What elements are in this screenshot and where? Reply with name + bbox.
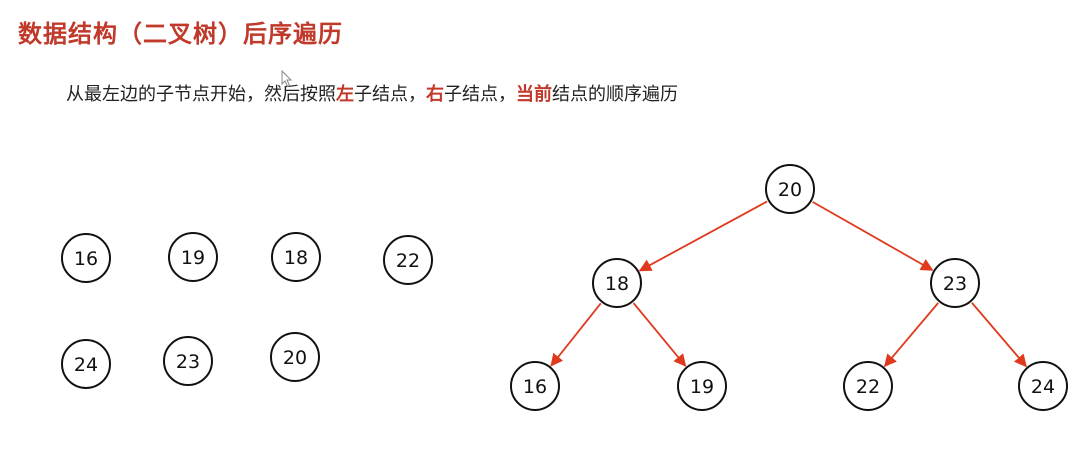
tree-node-18-label: 18 bbox=[605, 273, 629, 295]
description-part-1: 从最左边的子节点开始，然后按照 bbox=[66, 84, 336, 105]
description: 从最左边的子节点开始，然后按照左子结点，右子结点，当前结点的顺序遍历 bbox=[66, 80, 678, 106]
sequence-node-7: 20 bbox=[270, 332, 320, 382]
sequence-node-3: 18 bbox=[271, 232, 321, 282]
tree-node-19-label: 19 bbox=[690, 376, 714, 398]
tree-node-22-circle bbox=[843, 361, 893, 411]
tree-node-23-label: 23 bbox=[943, 273, 967, 295]
highlight-current: 当前 bbox=[516, 84, 552, 105]
description-part-4: 结点的顺序遍历 bbox=[552, 84, 678, 105]
sequence-node-2: 19 bbox=[168, 232, 218, 282]
tree-node-16-circle bbox=[510, 361, 560, 411]
sequence-node-4: 22 bbox=[383, 235, 433, 285]
edge-23-to-24 bbox=[971, 302, 1027, 368]
tree-node-19: 19 bbox=[677, 361, 727, 411]
highlight-right: 右 bbox=[426, 84, 444, 105]
sequence-node-7-circle bbox=[270, 332, 320, 382]
sequence-node-5-label: 24 bbox=[74, 354, 98, 376]
edge-20-to-23 bbox=[812, 201, 934, 271]
tree-layer: 16 18 19 20 22 23 24 bbox=[510, 164, 1068, 411]
sequence-node-6: 23 bbox=[163, 336, 213, 386]
tree-node-24-circle bbox=[1018, 361, 1068, 411]
sequence-node-2-label: 19 bbox=[181, 247, 205, 269]
sequence-node-6-label: 23 bbox=[176, 351, 200, 373]
sequence-node-5: 24 bbox=[61, 339, 111, 389]
tree-node-19-circle bbox=[677, 361, 727, 411]
sequence-node-1-circle bbox=[61, 233, 111, 283]
description-part-2: 子结点， bbox=[354, 84, 426, 105]
sequence-node-4-label: 22 bbox=[396, 250, 420, 272]
tree-node-24-label: 24 bbox=[1031, 376, 1055, 398]
page-title: 数据结构（二叉树）后序遍历 bbox=[18, 20, 343, 48]
edges-layer bbox=[550, 200, 1027, 368]
tree-node-16: 16 bbox=[510, 361, 560, 411]
edge-20-to-18 bbox=[638, 200, 768, 272]
tree-node-23: 23 bbox=[930, 258, 980, 308]
tree-node-22-label: 22 bbox=[856, 376, 880, 398]
tree-node-22: 22 bbox=[843, 361, 893, 411]
sequence-node-1: 16 bbox=[61, 233, 111, 283]
sequence-node-7-label: 20 bbox=[283, 347, 307, 369]
tree-node-18-circle bbox=[592, 258, 642, 308]
sequence-layer: 16 19 18 22 24 23 20 bbox=[61, 232, 433, 389]
tree-node-23-circle bbox=[930, 258, 980, 308]
tree-node-16-label: 16 bbox=[523, 376, 547, 398]
sequence-node-2-circle bbox=[168, 232, 218, 282]
tree-node-24: 24 bbox=[1018, 361, 1068, 411]
sequence-node-5-circle bbox=[61, 339, 111, 389]
sequence-node-3-label: 18 bbox=[284, 247, 308, 269]
highlight-left: 左 bbox=[336, 84, 354, 105]
edge-18-to-16 bbox=[550, 302, 602, 367]
tree-node-20-circle bbox=[765, 164, 815, 214]
sequence-node-3-circle bbox=[271, 232, 321, 282]
tree-node-20: 20 bbox=[765, 164, 815, 214]
sequence-node-6-circle bbox=[163, 336, 213, 386]
sequence-node-1-label: 16 bbox=[74, 248, 98, 270]
description-part-3: 子结点， bbox=[444, 84, 516, 105]
tree-node-18: 18 bbox=[592, 258, 642, 308]
sequence-node-4-circle bbox=[383, 235, 433, 285]
edge-23-to-22 bbox=[883, 302, 939, 368]
mouse-pointer-icon bbox=[281, 69, 293, 92]
edge-18-to-19 bbox=[632, 302, 687, 367]
tree-node-20-label: 20 bbox=[778, 179, 802, 201]
